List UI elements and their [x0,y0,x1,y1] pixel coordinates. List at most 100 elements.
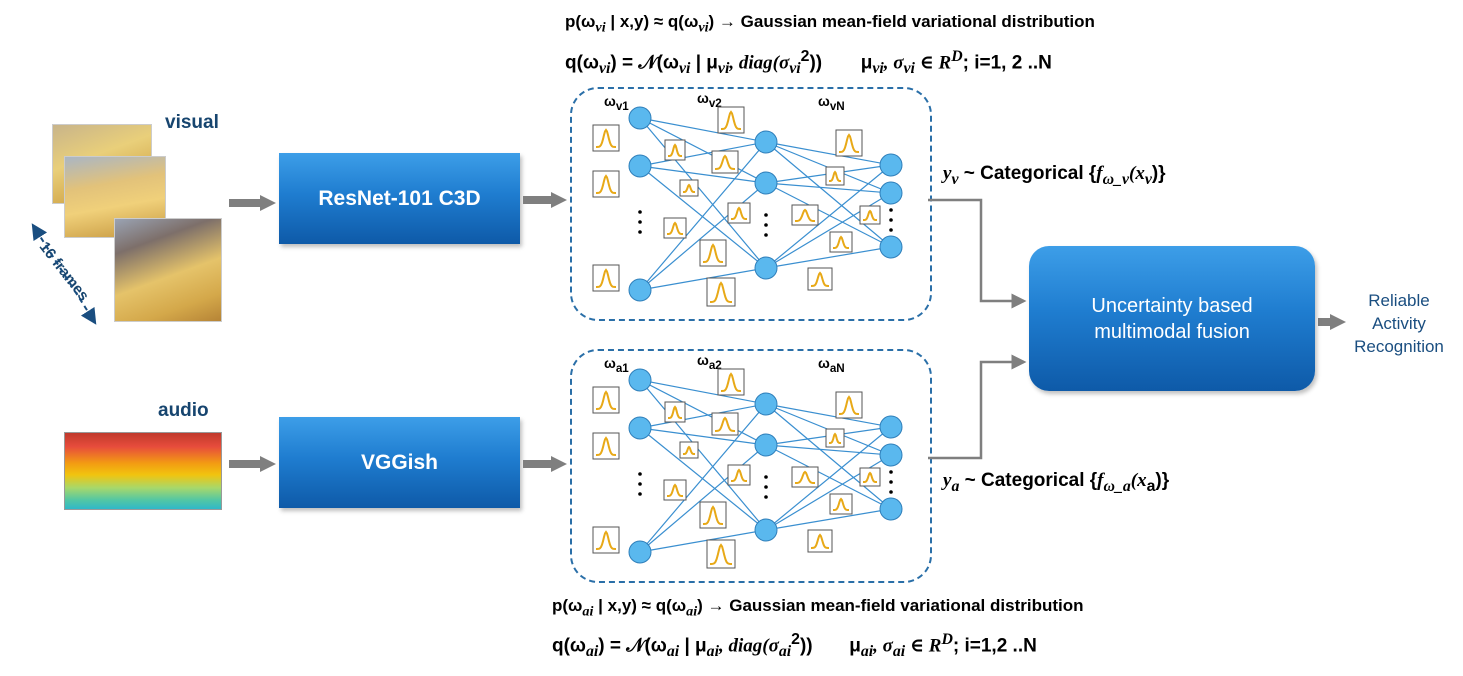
audio-net-edge-9 [765,403,892,428]
audio-net-gaussian-13-curve [795,470,815,484]
audio-net-gaussian-15-curve [833,497,849,511]
connector-visual-to-fusion [928,198,1027,309]
visual-net-edge-14 [765,182,892,248]
visual-net-node-4 [754,171,778,195]
visual-net-node-5 [754,256,778,280]
result-label: Reliable Activity Recognition [1354,291,1444,356]
visual-net-gaussian-5-curve [715,154,735,170]
visual-net-gaussian-12 [825,166,845,186]
audio-net-node-5 [754,518,778,542]
audio-net-gaussian-12 [825,428,845,448]
top-equation-line1: p(ωvi | x,y) ≈ q(ωvi) → Gaussian mean-fi… [565,12,1095,36]
audio-label: audio [158,400,209,421]
audio-net-edge-1 [639,379,767,446]
visual-net-gaussian-0-curve [596,128,616,148]
audio-net-ellipsis-2-0 [889,470,893,474]
visual-net-edge-13 [765,182,892,194]
visual-net-edge-7 [639,182,767,291]
resnet-c3d-encoder: ResNet-101 C3D [279,153,520,244]
visual-bayesian-net [570,87,932,321]
visual-net-gaussian-7-curve [731,206,747,220]
visual-net-edge-15 [765,164,892,269]
audio-net-edge-15 [765,426,892,531]
visual-net-gaussian-8-curve [667,221,683,235]
visual-net-gaussian-16-curve [811,271,829,287]
audio-net-edge-3 [639,403,767,429]
audio-net-edge-13 [765,444,892,456]
visual-net-node-0 [628,106,652,130]
audio-net-edge-14 [765,444,892,510]
audio-net-gaussian-0-curve [596,390,616,410]
visual-net-gaussian-2-curve [596,268,616,288]
visual-net-ellipsis-0-1 [638,220,642,224]
visual-net-edge-1 [639,117,767,184]
visual-net-node-6 [879,153,903,177]
audio-net-ellipsis-0-0 [638,472,642,476]
weight-label-aN: ωaN [818,355,845,375]
audio-net-gaussian-11-curve [839,395,859,415]
visual-net-ellipsis-1-2 [764,233,768,237]
audio-net-gaussian-5-curve [715,416,735,432]
audio-net-gaussian-16-curve [811,533,829,549]
audio-net-gaussian-12-curve [829,432,841,444]
spectrogram [64,432,222,510]
visual-net-ellipsis-1-1 [764,223,768,227]
visual-output-label: yv ~ Categorical {fω_v(xv)} [943,163,1166,188]
visual-net-gaussian-14-curve [863,209,877,221]
visual-net-gaussian-9-curve [703,243,723,263]
audio-net-node-8 [879,497,903,521]
visual-net-gaussian-15-curve [833,235,849,249]
visual-net-gaussian-16 [807,267,833,291]
fusion-label-line2: multimodal fusion [1094,320,1250,343]
audio-net-gaussian-3-curve [721,372,741,392]
audio-net-node-3 [754,392,778,416]
audio-net-node-1 [628,416,652,440]
visual-net-edge-5 [639,165,767,269]
audio-net-gaussian-16 [807,529,833,553]
audio-net-edge-6 [639,403,767,553]
visual-net-edge-11 [765,141,892,248]
audio-net-gaussian-14 [859,467,881,487]
fusion-label-line1: Uncertainty based [1091,294,1253,317]
visual-net-ellipsis-2-2 [889,228,893,232]
visual-net-node-7 [879,181,903,205]
visual-net-edge-3 [639,141,767,167]
visual-label: visual [165,112,219,133]
audio-net-gaussian-4-curve [668,405,682,419]
top-equation-line2: q(ωvi) = 𝒩(ωvi | μvi, diag(σvi2)) μvi, σ… [565,48,1052,78]
visual-net-node-2 [628,278,652,302]
audio-net-node-2 [628,540,652,564]
visual-net-gaussian-6 [679,179,699,197]
arrow-resnet-to-net [523,192,567,208]
visual-net-edge-4 [639,165,767,184]
audio-net-gaussian-14-curve [863,471,877,483]
audio-net-edge-7 [639,444,767,553]
visual-net-gaussian-10-curve [710,281,732,303]
audio-net-gaussian-9-curve [703,505,723,525]
audio-net-ellipsis-1-0 [764,475,768,479]
visual-net-node-8 [879,235,903,259]
vggish-encoder: VGGish [279,417,520,508]
audio-net-gaussian-10-curve [710,543,732,565]
visual-net-gaussian-6-curve [683,183,695,193]
visual-net-ellipsis-2-1 [889,218,893,222]
visual-net-ellipsis-0-2 [638,230,642,234]
visual-net-node-1 [628,154,652,178]
bottom-equation-line1: p(ωai | x,y) ≈ q(ωai) → Gaussian mean-fi… [552,596,1084,620]
visual-net-edge-9 [765,141,892,166]
visual-net-edge-2 [639,117,767,269]
visual-net-edge-6 [639,141,767,291]
audio-net-gaussian-2-curve [596,530,616,550]
visual-net-gaussian-3-curve [721,110,741,130]
fusion-module: Uncertainty based multimodal fusion [1029,246,1315,391]
visual-net-gaussian-1-curve [596,174,616,194]
frames-arrow [31,223,97,325]
visual-net-ellipsis-1-0 [764,213,768,217]
audio-net-node-6 [879,415,903,439]
vggish-label: VGGish [360,450,439,474]
arrow-vggish-to-net [523,456,567,472]
visual-net-ellipsis-0-0 [638,210,642,214]
audio-net-edge-8 [639,529,767,553]
audio-net-edge-4 [639,427,767,446]
